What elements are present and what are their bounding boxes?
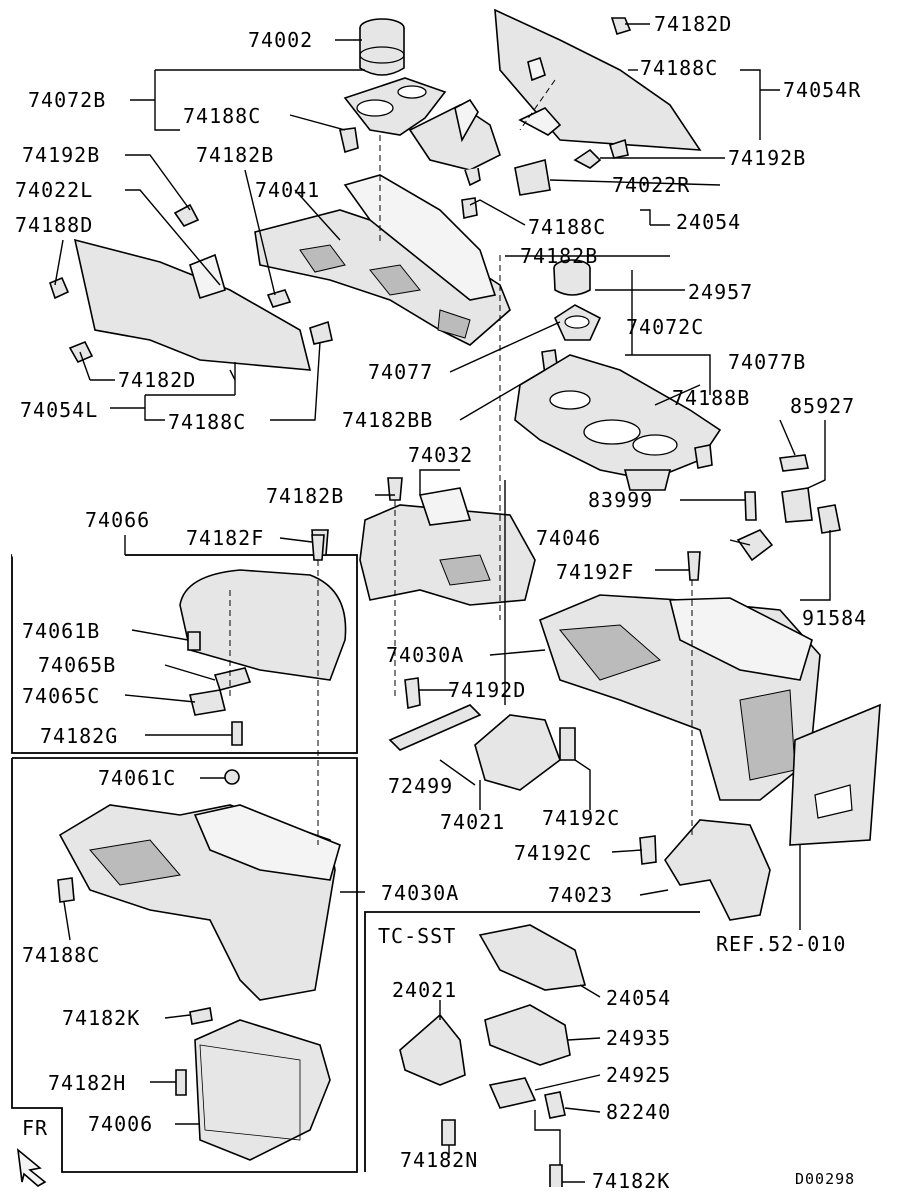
part-label: 74188D (15, 213, 94, 237)
part-label: 74061C (98, 766, 177, 790)
knob-24957 (553, 259, 591, 296)
front-arrow-icon (16, 1148, 47, 1187)
armrest-group-box (11, 554, 358, 754)
section-label: TC-SST (378, 924, 457, 948)
part-label: 74066 (85, 508, 151, 532)
part-label: 74192B (728, 146, 807, 170)
part-label: 74002 (248, 28, 314, 52)
ref-panel (789, 703, 881, 846)
part-label: 74054R (783, 78, 862, 102)
unit-24935 (484, 1004, 571, 1066)
part-label: 74188C (528, 215, 607, 239)
part-label: 24935 (606, 1026, 672, 1050)
cup-holder-74072C (514, 354, 722, 491)
part-label: 74182D (654, 12, 733, 36)
part-label: 24021 (392, 978, 458, 1002)
part-label: 74030A (386, 643, 465, 667)
side-panel-right-74054R (494, 8, 702, 151)
part-label: 74188B (672, 386, 751, 410)
console-frame-74041 (254, 174, 511, 346)
part-label: 74077 (368, 360, 434, 384)
part-label: 74192C (514, 841, 593, 865)
part-label: 85927 (790, 394, 856, 418)
part-label: 74021 (440, 810, 506, 834)
part-label: 74182H (48, 1071, 127, 1095)
part-label: 82240 (606, 1100, 672, 1124)
part-label: 74072C (626, 315, 705, 339)
console-group-box (11, 757, 358, 1173)
console-74030A-lower (58, 804, 341, 1001)
cup-insert (359, 18, 405, 76)
part-label: 91584 (802, 606, 868, 630)
part-label: 24054 (606, 986, 672, 1010)
part-label: 24925 (606, 1063, 672, 1087)
part-label: 74046 (536, 526, 602, 550)
rail-72499 (388, 704, 482, 751)
part-label: 74188C (22, 943, 101, 967)
tc-sst-bezel-24054 (478, 924, 587, 991)
bracket-74023 (664, 819, 771, 921)
part-label: 74192C (542, 806, 621, 830)
part-label: 74022R (612, 173, 691, 197)
part-label: 74188C (640, 56, 719, 80)
console-box-74030A (539, 594, 821, 801)
drawing-number: D00298 (795, 1170, 856, 1188)
part-label: 72499 (388, 774, 454, 798)
cup-holder-tray-74072B (343, 77, 447, 136)
part-label: 74182N (400, 1148, 479, 1172)
part-label: 74032 (408, 443, 474, 467)
bezel-74077 (553, 304, 602, 341)
direction-label: FR (22, 1116, 49, 1140)
part-label: 74188C (183, 104, 262, 128)
bracket-74021 (474, 714, 561, 791)
part-label: 74061B (22, 619, 101, 643)
part-label: 74192B (22, 143, 101, 167)
part-label: 74023 (548, 883, 614, 907)
part-label: 24957 (688, 280, 754, 304)
part-label: 74182B (196, 143, 275, 167)
part-label: 74182F (186, 526, 265, 550)
boot-24021 (399, 1013, 466, 1086)
tc-sst-group-box (364, 911, 700, 1172)
part-label: 74182K (592, 1169, 671, 1193)
part-label: 74188C (168, 410, 247, 434)
part-label: 74022L (15, 178, 94, 202)
bin-74006 (194, 1019, 331, 1161)
part-label: 74006 (88, 1112, 154, 1136)
side-panel-left-74054L (73, 238, 312, 371)
part-label: 74054L (20, 398, 99, 422)
part-label: 74192F (556, 560, 635, 584)
part-label: 83999 (588, 488, 654, 512)
part-label: 74077B (728, 350, 807, 374)
shift-boot (408, 98, 501, 187)
reference-label: REF.52-010 (716, 932, 847, 956)
part-label: 74065C (22, 684, 101, 708)
armrest-74066 (179, 569, 347, 681)
part-label: 74072B (28, 88, 107, 112)
part-label: 74182D (118, 368, 197, 392)
part-label: 74030A (381, 881, 460, 905)
part-label: 74182BB (342, 408, 434, 432)
part-label: 74182G (40, 724, 119, 748)
part-label: 74192D (448, 678, 527, 702)
part-label: 74041 (255, 178, 321, 202)
part-label: 74182K (62, 1006, 141, 1030)
part-label: 74182B (266, 484, 345, 508)
part-label: 74182B (520, 244, 599, 268)
part-label: 24054 (676, 210, 742, 234)
bracket-74032 (359, 487, 536, 606)
part-label: 74065B (38, 653, 117, 677)
